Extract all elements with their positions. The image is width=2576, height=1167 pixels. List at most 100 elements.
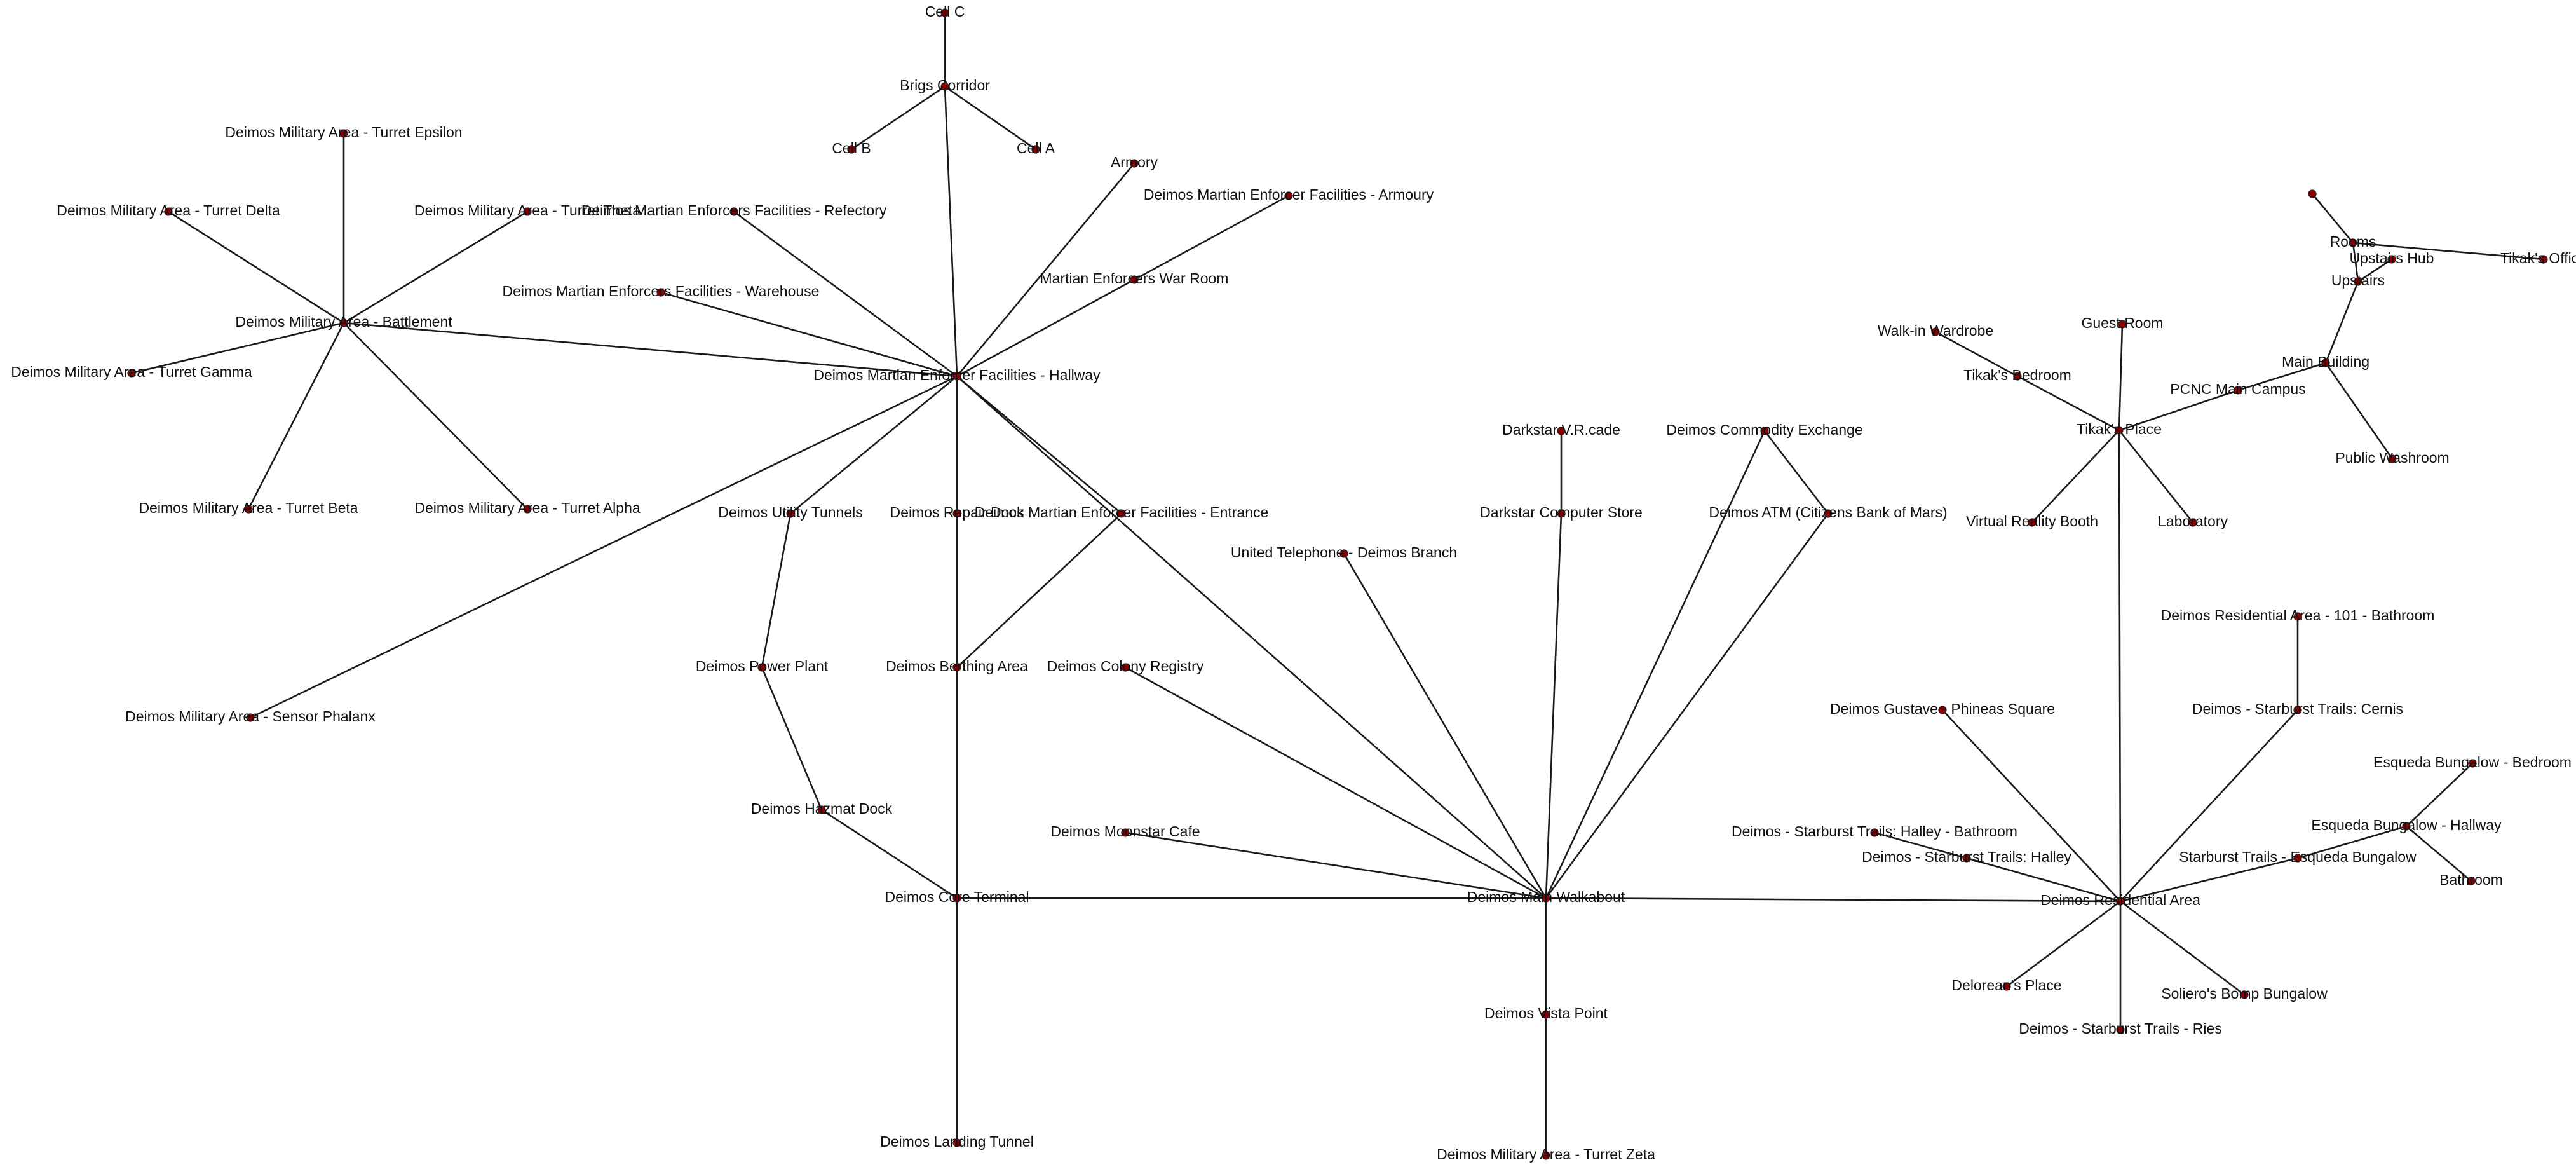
node-label-hallway: Deimos Martian Enforcer Facilities - Hal… bbox=[813, 367, 1101, 383]
node-label-halley_bathroom: Deimos - Starburst Trails: Halley - Bath… bbox=[1732, 823, 2017, 840]
edges-layer bbox=[131, 13, 2544, 1156]
edge-residential_area-to-solieros_bungalow bbox=[2120, 900, 2245, 996]
node-main_building bbox=[2321, 358, 2330, 367]
node-label-cell_b: Cell B bbox=[832, 140, 871, 156]
node-arcade bbox=[1557, 427, 1566, 435]
node-label-starburst_cernis: Deimos - Starburst Trails: Cernis bbox=[2192, 700, 2403, 717]
node-dmef_armoury bbox=[1284, 191, 1293, 200]
node-guest_room bbox=[2118, 320, 2127, 329]
node-label-turret_epsilon: Deimos Military Area - Turret Epsilon bbox=[225, 124, 462, 140]
node-label-tikaks_place: Tikak's Place bbox=[2077, 421, 2162, 437]
node-label-tikaks_office: Tikak's Office bbox=[2500, 250, 2576, 266]
node-colony_registry bbox=[1121, 663, 1130, 672]
edge-pcnc_main_campus-to-main_building bbox=[2237, 362, 2326, 392]
node-laboratory bbox=[2188, 518, 2197, 527]
node-label-core_terminal: Deimos Core Terminal bbox=[885, 889, 1029, 905]
edge-brigs_corridor-to-hallway bbox=[944, 86, 958, 377]
node-label-starburst_halley: Deimos - Starburst Trails: Halley bbox=[1862, 849, 2071, 865]
node-label-virtual_reality_booth: Virtual Reality Booth bbox=[1966, 513, 2098, 529]
edge-hallway-to-war_room bbox=[956, 278, 1135, 378]
node-label-main_walkabout: Deimos Main Walkabout bbox=[1467, 889, 1625, 905]
edge-colony_registry-to-main_walkabout bbox=[1125, 666, 1547, 899]
node-esqueda_hallway bbox=[2402, 822, 2411, 831]
node-war_room bbox=[1130, 275, 1139, 284]
node-label-brigs_corridor: Brigs Corridor bbox=[900, 77, 990, 93]
node-label-upstairs_hub: Upstairs Hub bbox=[2350, 250, 2434, 266]
node-label-guest_room: Guest Room bbox=[2081, 315, 2163, 331]
node-tikaks_place bbox=[2115, 426, 2124, 435]
node-label-gustave_phineas: Deimos Gustave - Phineas Square bbox=[1830, 700, 2055, 717]
edge-atm-to-main_walkabout bbox=[1545, 513, 1829, 899]
node-res_101_bathroom bbox=[2293, 612, 2302, 621]
node-virtual_reality_booth bbox=[2028, 518, 2037, 527]
node-label-residential_area: Deimos Residential Area bbox=[2040, 892, 2200, 908]
edge-battlement-to-turret_theta bbox=[343, 210, 528, 324]
node-dmef_warehouse bbox=[656, 288, 665, 297]
node-hazmat_dock bbox=[817, 805, 826, 814]
node-bathroom bbox=[2467, 877, 2476, 885]
node-cell_a bbox=[1031, 145, 1040, 154]
edge-hallway-to-armory bbox=[956, 163, 1135, 377]
edge-moonstar_cafe-to-main_walkabout bbox=[1125, 831, 1547, 899]
node-label-dmef_refectory: Deimos Martian Enforcers Facilities - Re… bbox=[581, 202, 887, 219]
node-turret_epsilon bbox=[339, 129, 348, 138]
edge-tikaks_place-to-virtual_reality_booth bbox=[2031, 430, 2120, 523]
edge-rooms-to-unlabeled bbox=[2312, 193, 2354, 243]
node-label-landing_tunnel: Deimos Landing Tunnel bbox=[880, 1133, 1034, 1150]
node-starburst_cernis bbox=[2293, 706, 2302, 714]
node-computer_store bbox=[1557, 509, 1566, 518]
node-label-computer_store: Darkstar Computer Store bbox=[1480, 504, 1643, 521]
edge-hallway-to-battlement bbox=[343, 322, 958, 378]
edge-tikaks_bedroom-to-tikaks_place bbox=[2017, 375, 2120, 432]
node-label-turret_zeta: Deimos Military Area - Turret Zeta bbox=[1437, 1146, 1655, 1163]
edge-telephone-to-main_walkabout bbox=[1343, 553, 1547, 899]
edge-rooms-to-tikaks_office bbox=[2352, 242, 2544, 261]
node-label-cell_c: Cell C bbox=[925, 3, 965, 20]
node-label-solieros_bungalow: Soliero's Bomp Bungalow bbox=[2161, 985, 2328, 1002]
node-label-upstairs: Upstairs bbox=[2331, 272, 2385, 289]
node-cell_b bbox=[847, 145, 856, 154]
edge-battlement-to-turret_gamma bbox=[131, 322, 344, 374]
node-label-colony_registry: Deimos Colony Registry bbox=[1047, 658, 1204, 674]
edge-dmef_entrance-to-berthing_area bbox=[956, 513, 1122, 668]
node-label-res_101_bathroom: Deimos Residential Area - 101 - Bathroom bbox=[2161, 607, 2435, 624]
node-label-sensor_phalanx: Deimos Military Area - Sensor Phalanx bbox=[125, 708, 376, 725]
edge-starburst_cernis-to-residential_area bbox=[2120, 709, 2298, 902]
edge-residential_area-to-deloreans_place bbox=[2006, 900, 2121, 988]
node-commodity_exchange bbox=[1760, 427, 1769, 435]
node-utility_tunnels bbox=[786, 509, 795, 518]
node-label-esqueda_hallway: Esqueda Bungalow - Hallway bbox=[2311, 817, 2502, 833]
edge-hallway-to-sensor_phalanx bbox=[250, 375, 958, 719]
node-starburst_halley bbox=[1962, 854, 1971, 863]
edge-main_building-to-upstairs bbox=[2324, 281, 2359, 364]
edge-tikaks_place-to-laboratory bbox=[2118, 430, 2194, 523]
edge-guest_room-to-tikaks_place bbox=[2118, 324, 2124, 431]
node-label-telephone: United Telephone - Deimos Branch bbox=[1231, 544, 1457, 561]
node-armory bbox=[1130, 159, 1139, 168]
node-label-berthing_area: Deimos Berthing Area bbox=[886, 658, 1028, 674]
node-label-public_washroom: Public Washroom bbox=[2335, 449, 2449, 466]
node-label-arcade: Darkstar V.R.cade bbox=[1502, 421, 1620, 438]
edge-hallway-to-dmef_entrance bbox=[956, 376, 1122, 514]
node-label-vista_point: Deimos Vista Point bbox=[1484, 1005, 1608, 1021]
edge-esqueda_bedroom-to-esqueda_hallway bbox=[2406, 763, 2473, 827]
node-label-utility_tunnels: Deimos Utility Tunnels bbox=[718, 504, 863, 521]
node-label-moonstar_cafe: Deimos Moonstar Cafe bbox=[1050, 823, 1200, 840]
edge-utility_tunnels-to-power_plant bbox=[761, 513, 792, 668]
node-dmef_refectory bbox=[729, 207, 738, 216]
node-label-dmef_entrance: Deimos Martian Enforcer Facilities - Ent… bbox=[975, 504, 1269, 521]
node-berthing_area bbox=[952, 663, 961, 672]
node-turret_gamma bbox=[127, 369, 136, 378]
edge-brigs_corridor-to-cell_b bbox=[851, 85, 946, 151]
edge-battlement-to-turret_delta bbox=[168, 210, 344, 324]
node-label-dmef_warehouse: Deimos Martian Enforcers Facilities - Wa… bbox=[503, 283, 820, 299]
node-cell_c bbox=[940, 8, 949, 17]
node-starburst_esqueda bbox=[2293, 854, 2302, 863]
edge-main_building-to-public_washroom bbox=[2324, 362, 2394, 460]
node-esqueda_bedroom bbox=[2468, 759, 2477, 768]
edge-walkin_wardrobe-to-tikaks_bedroom bbox=[1935, 331, 2018, 378]
node-upstairs_hub bbox=[2387, 255, 2396, 264]
node-label-deloreans_place: Delorean's Place bbox=[1951, 977, 2061, 993]
node-atm bbox=[1824, 509, 1833, 518]
